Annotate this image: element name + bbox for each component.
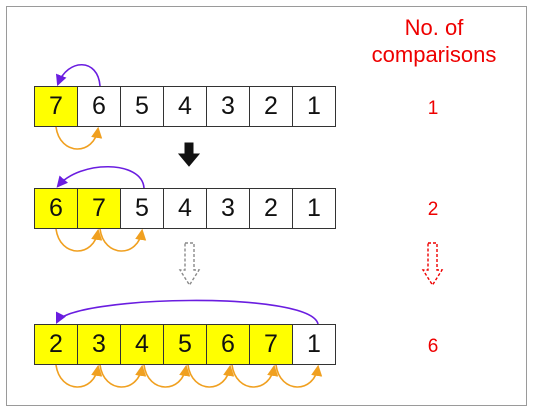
insertion-arc: [56, 165, 145, 189]
insertion-arc: [56, 63, 101, 87]
comparison-arc: [143, 364, 191, 388]
comparison-arc: [99, 228, 147, 252]
header-line-2: comparisons: [371, 42, 497, 67]
insertion-arc: [55, 299, 319, 325]
array-row-1: 7 6 5 4 3 2 1: [34, 86, 336, 127]
array-cell: 3: [206, 86, 250, 127]
array-cell: 1: [292, 188, 336, 229]
comparison-arc: [275, 364, 323, 388]
array-cell: 3: [77, 324, 121, 365]
array-cell: 4: [163, 188, 207, 229]
array-cell: 6: [34, 188, 78, 229]
comparison-count-2: 2: [427, 199, 439, 220]
comparison-count-1: 1: [427, 98, 439, 119]
array-cell: 5: [120, 188, 164, 229]
array-cell: 1: [292, 324, 336, 365]
array-cell: 2: [249, 188, 293, 229]
comparison-arc: [187, 364, 235, 388]
comparison-arc: [231, 364, 279, 388]
array-row-3: 2 3 4 5 6 7 1: [34, 324, 336, 365]
comparison-arc: [55, 228, 103, 252]
diagram-frame: [6, 6, 527, 406]
dashed-down-arrow-icon: [178, 242, 201, 287]
array-cell: 7: [77, 188, 121, 229]
array-cell: 1: [292, 86, 336, 127]
array-cell: 7: [249, 324, 293, 365]
array-row-2: 6 7 5 4 3 2 1: [34, 188, 336, 229]
array-cell: 5: [163, 324, 207, 365]
comparison-arc: [55, 364, 103, 388]
comparison-arc: [99, 364, 147, 388]
comparisons-header: No. of comparisons: [354, 14, 514, 68]
dashed-down-arrow-red-icon: [421, 242, 444, 287]
array-cell: 7: [34, 86, 78, 127]
comparison-arc: [55, 126, 103, 150]
comparison-count-3: 6: [427, 336, 439, 357]
array-cell: 4: [120, 324, 164, 365]
header-line-1: No. of: [404, 15, 464, 40]
array-cell: 6: [77, 86, 121, 127]
down-arrow-icon: [177, 142, 201, 167]
